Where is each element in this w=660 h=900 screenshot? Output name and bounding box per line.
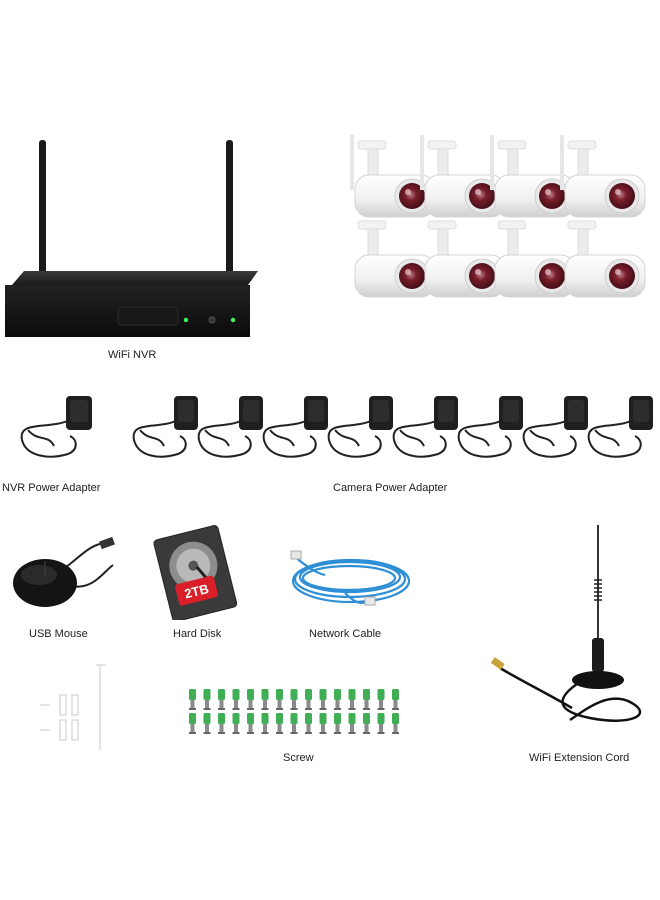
screw	[334, 713, 341, 734]
camera	[350, 135, 436, 218]
screw	[363, 713, 370, 734]
hard-disk-label: Hard Disk	[173, 628, 222, 640]
screw	[261, 689, 269, 710]
hard-disk-icon: 2TB	[153, 525, 238, 620]
screw	[232, 713, 240, 734]
camera	[564, 220, 646, 298]
nvr-power-adapter-image	[8, 390, 98, 470]
screw	[363, 689, 370, 710]
screw	[305, 713, 312, 734]
power-adapter-icon	[20, 396, 92, 458]
mount-bracket-icon	[40, 664, 106, 750]
ethernet-cable-icon	[290, 550, 411, 606]
camera-power-adapter	[388, 390, 468, 470]
camera	[560, 135, 646, 218]
camera	[424, 220, 506, 298]
network-cable-image	[285, 545, 415, 615]
screw	[276, 689, 283, 710]
nvr-power-adapter-label: NVR Power Adapter	[2, 482, 101, 494]
screw	[189, 713, 196, 734]
camera-power-adapter-label: Camera Power Adapter	[333, 482, 448, 494]
screw	[392, 713, 399, 734]
camera-power-adapter	[128, 390, 208, 470]
screw	[290, 689, 298, 710]
camera-power-adapter	[193, 390, 273, 470]
hard-disk-image: 2TB	[150, 525, 245, 620]
screw	[290, 713, 298, 734]
screw	[377, 713, 385, 734]
cameras-image	[340, 130, 660, 345]
screw	[203, 713, 211, 734]
screw	[305, 689, 312, 710]
screw-icon	[189, 689, 399, 734]
camera-power-adapter	[583, 390, 660, 470]
bullet-camera-icon	[350, 135, 646, 298]
camera-power-adapter	[323, 390, 403, 470]
screw	[247, 689, 254, 710]
screw	[334, 689, 341, 710]
screw	[189, 689, 196, 710]
camera-power-adapter	[258, 390, 338, 470]
screw	[348, 689, 356, 710]
screw	[276, 713, 283, 734]
hard-disk-capacity-badge: 2TB	[183, 581, 210, 601]
camera-power-adapter	[453, 390, 533, 470]
antenna-icon	[490, 525, 642, 722]
usb-mouse-image	[5, 535, 120, 615]
screw	[319, 713, 327, 734]
camera-power-adapters-image	[128, 390, 660, 470]
screw	[247, 713, 254, 734]
screw	[203, 689, 211, 710]
screw	[377, 689, 385, 710]
camera-power-adapter	[518, 390, 598, 470]
screw	[348, 713, 356, 734]
screw	[218, 689, 225, 710]
nvr-image	[0, 135, 260, 350]
camera	[494, 220, 576, 298]
screws-image	[185, 685, 410, 740]
wifi-extension-cord-image	[480, 520, 660, 745]
screw	[232, 689, 240, 710]
camera	[354, 220, 436, 298]
mouse-icon	[13, 536, 115, 607]
nvr-label: WiFi NVR	[108, 349, 157, 361]
screw	[261, 713, 269, 734]
wifi-extension-cord-label: WiFi Extension Cord	[529, 752, 630, 764]
nvr-recorder-icon	[5, 140, 258, 337]
screw	[392, 689, 399, 710]
screw	[218, 713, 225, 734]
screw-label: Screw	[283, 752, 314, 764]
camera	[420, 135, 506, 218]
usb-mouse-label: USB Mouse	[29, 628, 88, 640]
network-cable-label: Network Cable	[309, 628, 382, 640]
mount-kit-image	[20, 660, 130, 755]
screw	[319, 689, 327, 710]
